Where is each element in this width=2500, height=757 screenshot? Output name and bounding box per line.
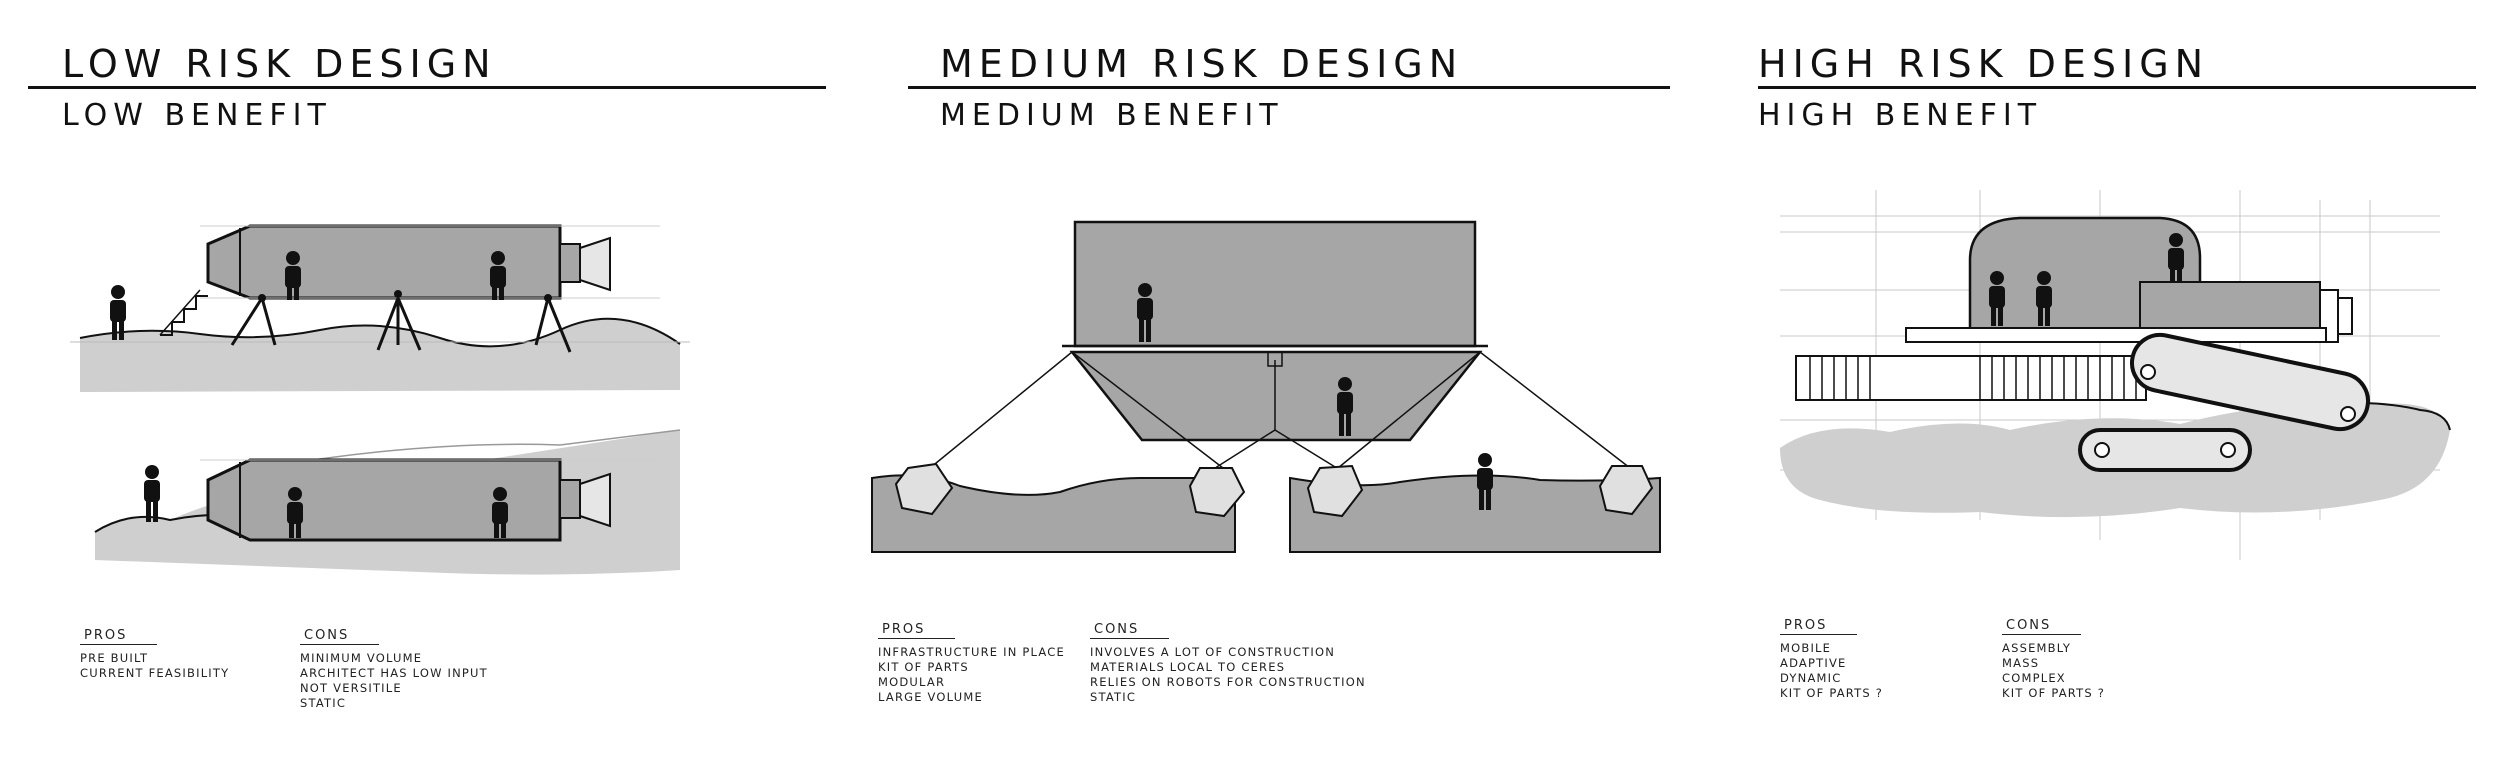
cons-item: STATIC (300, 696, 347, 710)
pros-item: KIT OF PARTS (878, 660, 969, 674)
pros-item: ADAPTIVE (1780, 656, 1847, 670)
pros-item: LARGE VOLUME (878, 690, 983, 704)
cons-item: STATIC (1090, 690, 1137, 704)
cons-item: MINIMUM VOLUME (300, 651, 423, 665)
cons-item: RELIES ON ROBOTS FOR CONSTRUCTION (1090, 675, 1366, 689)
cons-item: MATERIALS LOCAL TO CERES (1090, 660, 1286, 674)
panel-title: HIGH RISK DESIGN (1758, 42, 2210, 86)
cons-item: ARCHITECT HAS LOW INPUT (300, 666, 488, 680)
low-risk-sketch (70, 224, 690, 575)
pros-item: DYNAMIC (1780, 671, 1842, 685)
cons-item: KIT OF PARTS ? (2002, 686, 2106, 700)
pros-label: PROS (1780, 618, 1858, 635)
cons-item: COMPLEX (2002, 671, 2066, 685)
title-underline (1758, 86, 2476, 89)
high-risk-sketch (1780, 190, 2451, 560)
pros-label: PROS (878, 622, 956, 639)
panel-medium-risk: MEDIUM RISK DESIGN MEDIUM BENEFIT (840, 0, 1680, 757)
panel-title: MEDIUM RISK DESIGN (940, 42, 1464, 86)
pros-label: PROS (80, 628, 158, 645)
pros-item: KIT OF PARTS ? (1780, 686, 1884, 700)
cons-item: ASSEMBLY (2002, 641, 2072, 655)
pros-list: PROS INFRASTRUCTURE IN PLACE KIT OF PART… (878, 622, 1065, 705)
pros-item: MOBILE (1780, 641, 1832, 655)
pros-list: PROS MOBILE ADAPTIVE DYNAMIC KIT OF PART… (1780, 618, 1883, 701)
cons-list: CONS ASSEMBLY MASS COMPLEX KIT OF PARTS … (2002, 618, 2105, 701)
cons-label: CONS (300, 628, 380, 645)
cons-item: MASS (2002, 656, 2040, 670)
pros-item: CURRENT FEASIBILITY (80, 666, 230, 680)
title-underline (28, 86, 826, 89)
title-underline (908, 86, 1670, 89)
panel-high-risk: HIGH RISK DESIGN HIGH BENEFIT (1680, 0, 2500, 757)
medium-risk-sketch (871, 220, 1661, 553)
pros-item: MODULAR (878, 675, 946, 689)
cons-list: CONS INVOLVES A LOT OF CONSTRUCTION MATE… (1090, 622, 1366, 705)
cons-item: NOT VERSITILE (300, 681, 402, 695)
panel-title: LOW RISK DESIGN (62, 42, 497, 86)
panel-subtitle: LOW BENEFIT (62, 98, 332, 133)
pros-list: PROS PRE BUILT CURRENT FEASIBILITY (80, 628, 229, 681)
astronaut-figure (110, 251, 506, 340)
panel-subtitle: HIGH BENEFIT (1758, 98, 2043, 133)
panel-subtitle: MEDIUM BENEFIT (940, 98, 1284, 133)
cons-list: CONS MINIMUM VOLUME ARCHITECT HAS LOW IN… (300, 628, 488, 711)
pros-item: INFRASTRUCTURE IN PLACE (878, 645, 1065, 659)
cons-label: CONS (1090, 622, 1170, 639)
cons-item: INVOLVES A LOT OF CONSTRUCTION (1090, 645, 1336, 659)
pros-item: PRE BUILT (80, 651, 149, 665)
cons-label: CONS (2002, 618, 2082, 635)
panel-low-risk: LOW RISK DESIGN LOW BENEFIT (0, 0, 840, 757)
